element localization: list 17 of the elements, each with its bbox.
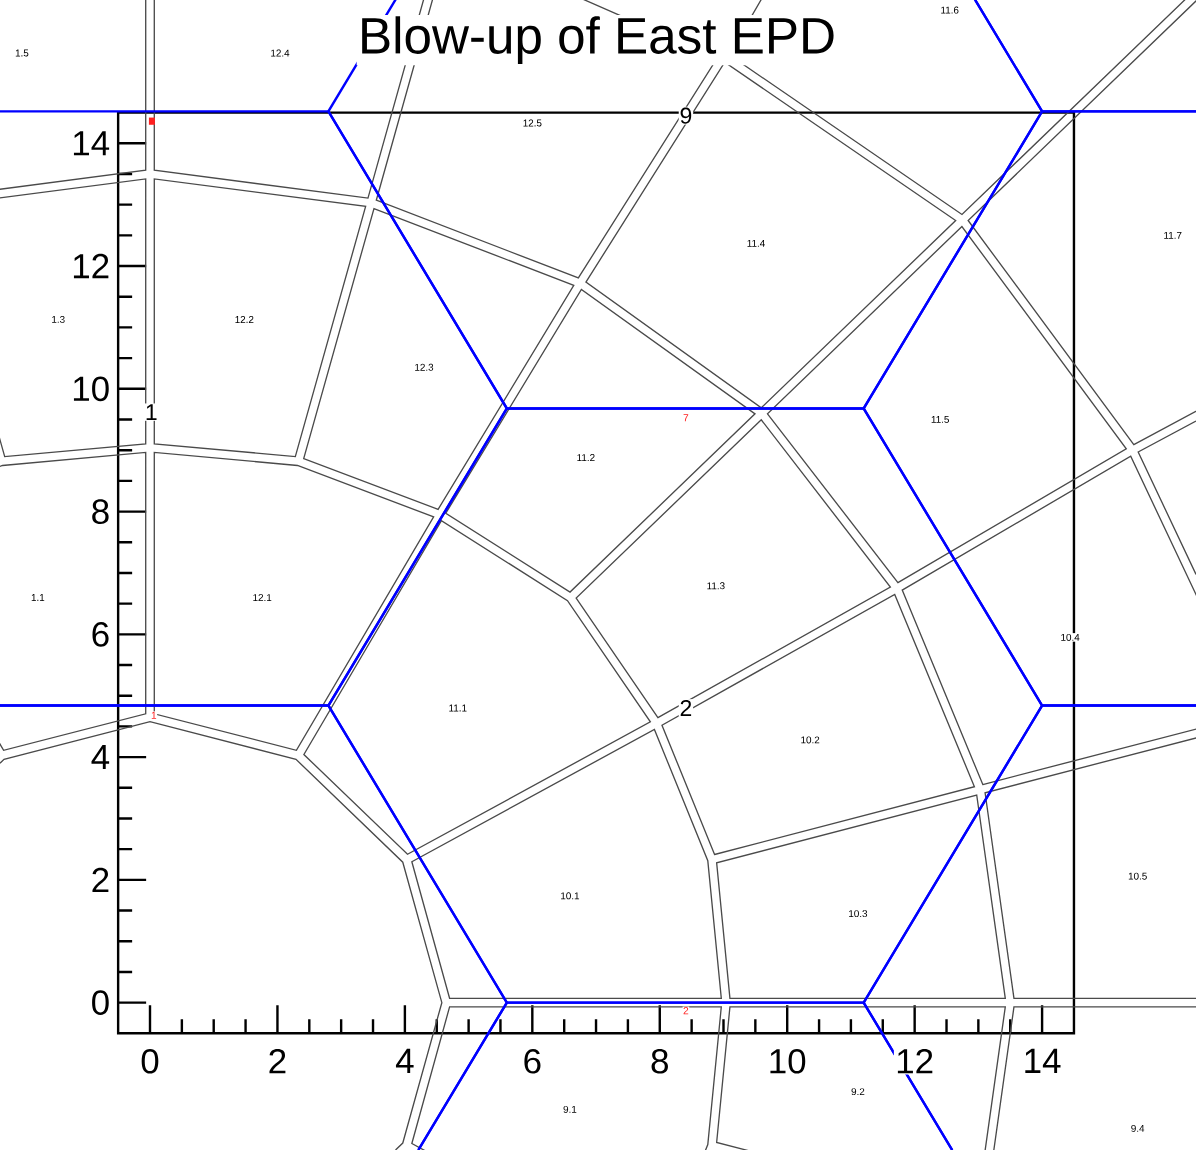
tick-label: 6 xyxy=(521,1047,544,1075)
tick-label: 2 xyxy=(89,866,112,894)
tick-label: 8 xyxy=(648,1047,671,1075)
hex-cell xyxy=(417,1001,954,1150)
tick-label: 12 xyxy=(893,1047,936,1075)
tick-label: 2 xyxy=(266,1047,289,1075)
tick-label: 0 xyxy=(138,1047,162,1075)
tick-label: 10 xyxy=(69,375,112,403)
tick-label: 6 xyxy=(89,620,112,649)
tick-label: 14 xyxy=(1021,1047,1063,1075)
tick-label: 14 xyxy=(69,129,112,157)
title: Blow-up of East EPD xyxy=(356,14,838,66)
tick-label: 12 xyxy=(69,252,112,280)
tick-label: 0 xyxy=(89,988,112,1017)
tick-label: 4 xyxy=(393,1047,416,1075)
tick-label: 8 xyxy=(89,497,112,526)
tick-label: 10 xyxy=(766,1047,808,1075)
